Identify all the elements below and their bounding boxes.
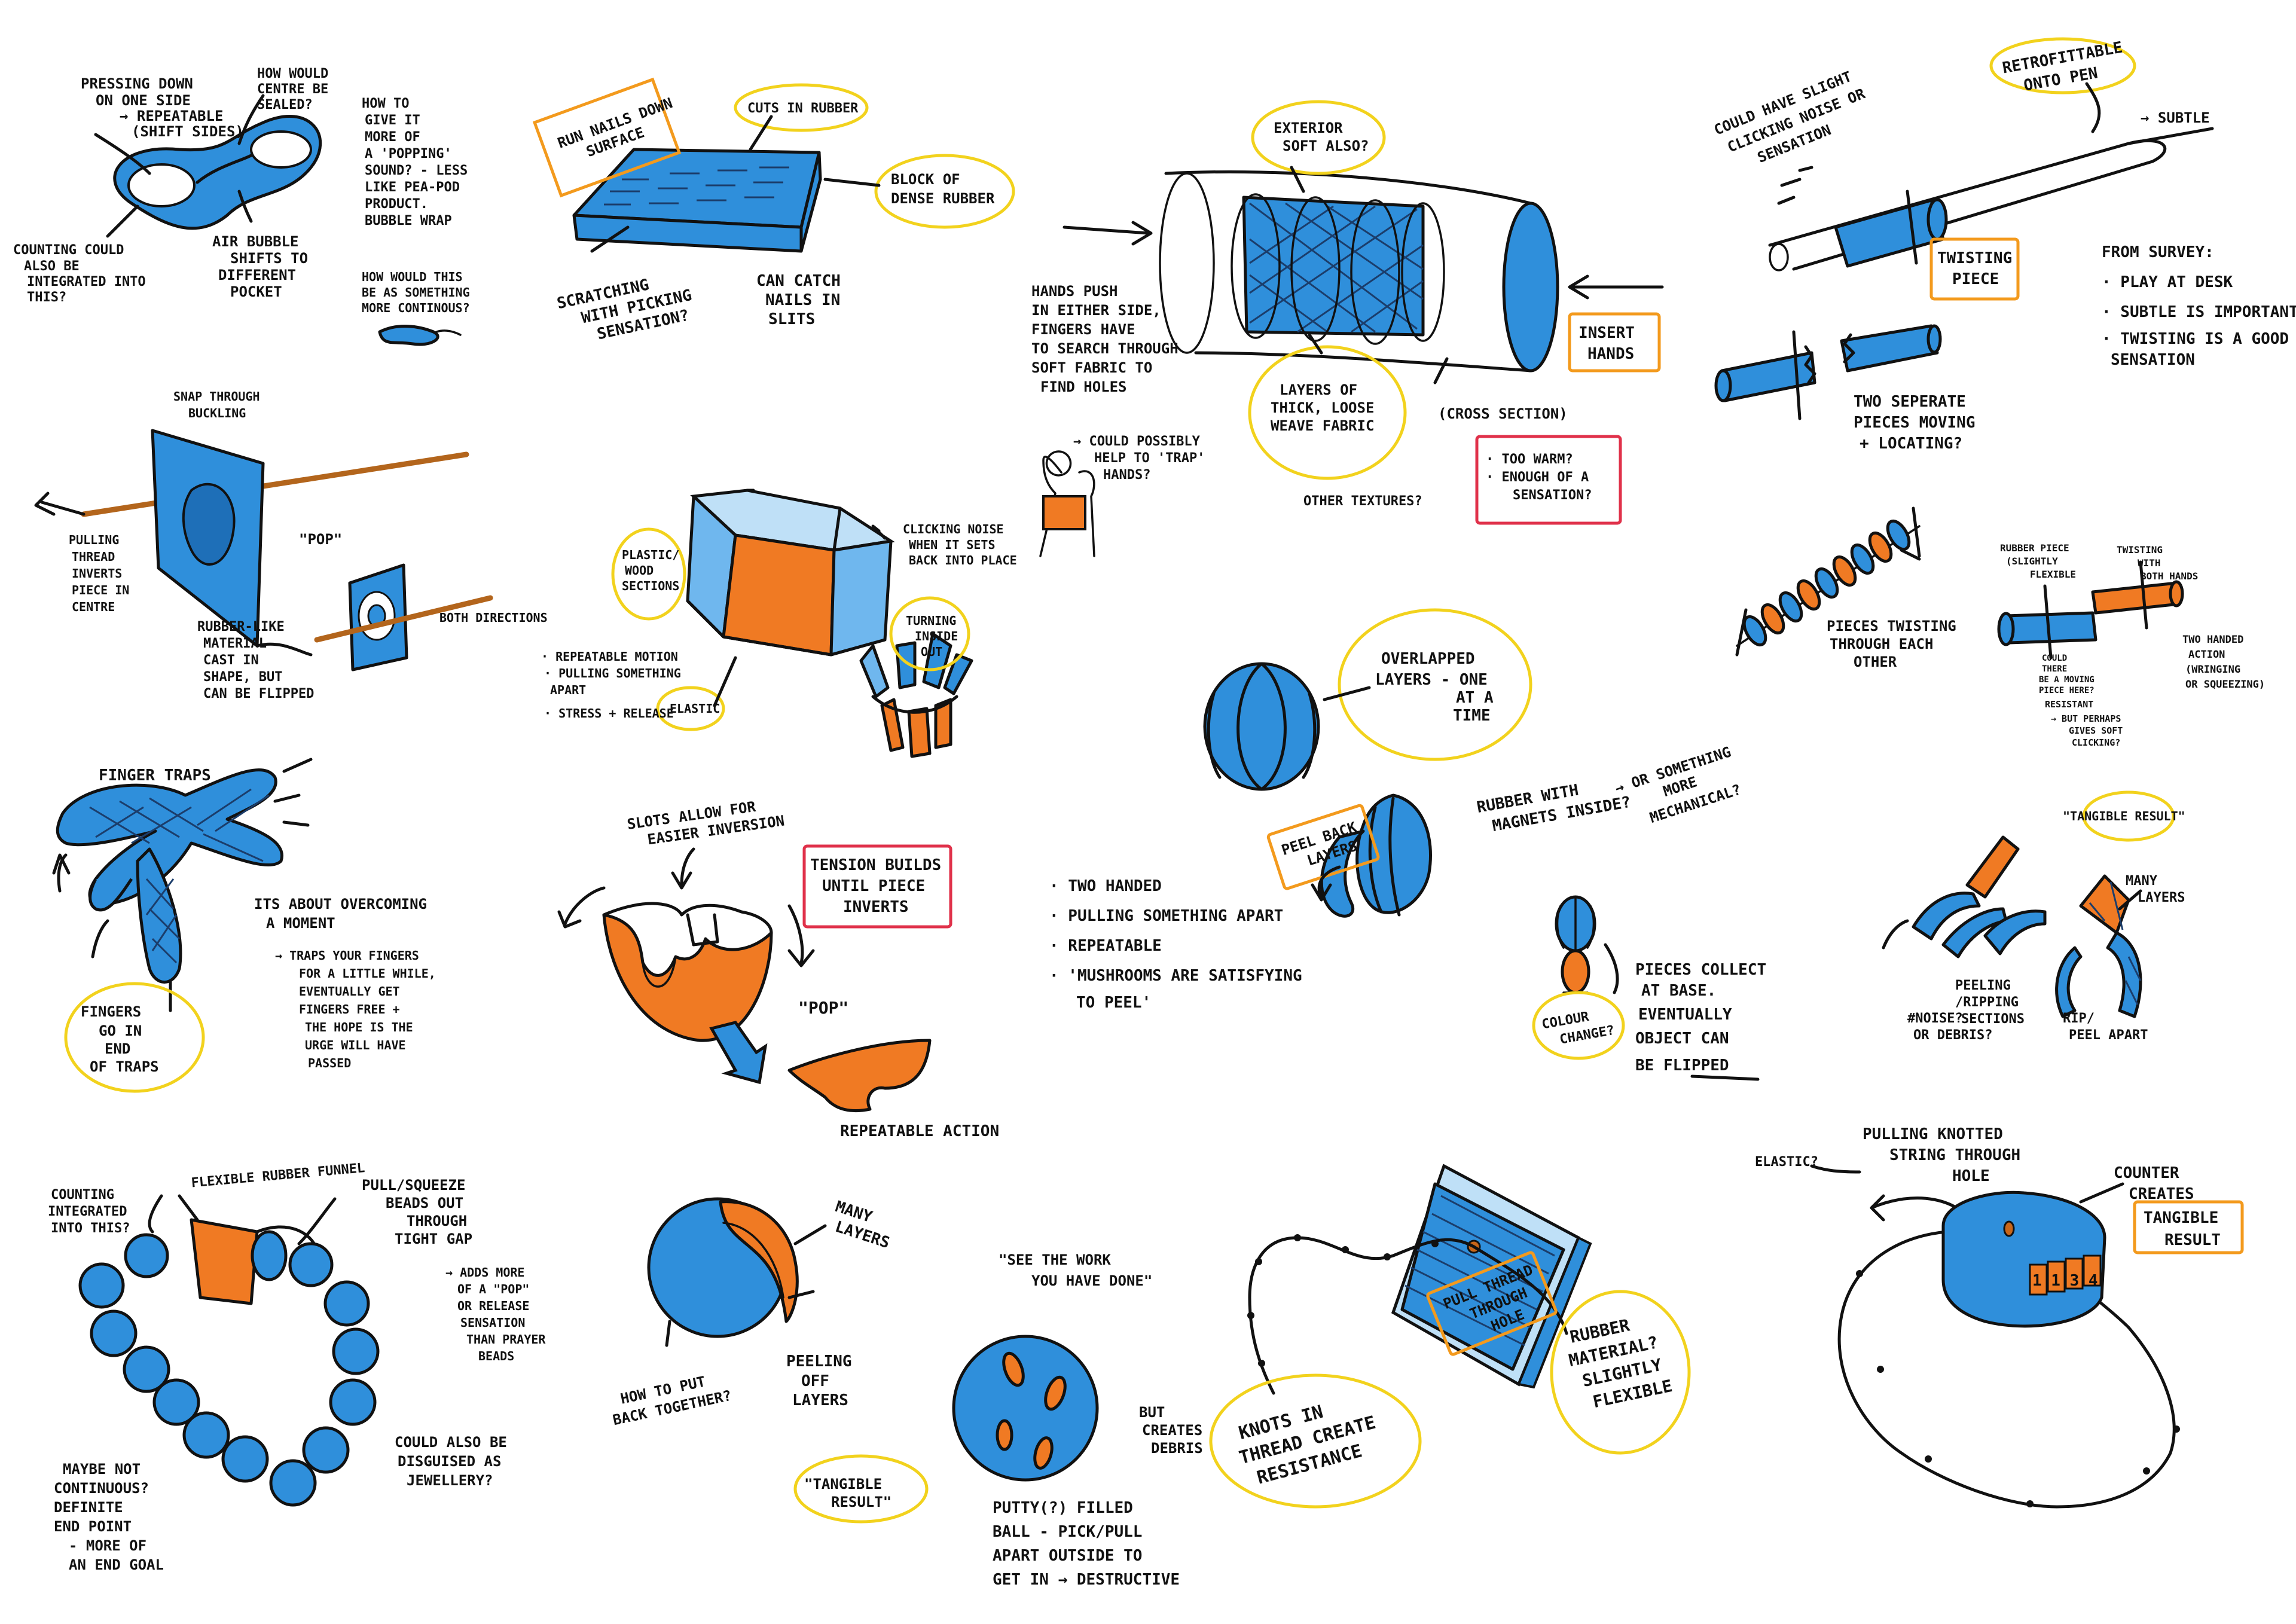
- pen-clicking-label: COULD HAVE SLIGHTCLICKING NOISE ORSENSAT…: [1712, 66, 1876, 178]
- finger-traps-sketch: [52, 758, 313, 1093]
- thread-knots-label: KNOTS INTHREAD CREATERESISTANCE: [1231, 1389, 1384, 1492]
- counter-elastic-label: ELASTIC?: [1755, 1155, 1818, 1170]
- counter-string-sketch: [1810, 1164, 2244, 1509]
- rubber-block-sketch: [532, 77, 1015, 253]
- prism-notes-label: · REPEATABLE MOTION· PULLING SOMETHING A…: [541, 649, 688, 721]
- rubber-cuts-label: CUTS IN RUBBER: [747, 101, 859, 116]
- dome-repeat-label: REPEATABLE ACTION: [840, 1122, 999, 1140]
- peeling-strips-sketch: [1882, 790, 2175, 1018]
- ball-mechanical-label: → OR SOMETHINGMOREMECHANICAL?: [1613, 743, 1745, 834]
- fabric-tube-sketch: [1039, 100, 1664, 557]
- tube-other-label: OTHER TEXTURES?: [1303, 494, 1422, 509]
- strip-tangible-label: "TANGIBLE RESULT": [2063, 809, 2185, 823]
- counter-digits-label: 1 1 3 4: [2032, 1272, 2098, 1290]
- thread-card-sketch: [1209, 1164, 1691, 1509]
- twist-pen-sketch: [1714, 37, 2214, 420]
- snap-pop-label: "POP": [299, 531, 342, 548]
- dome-pop-label: "POP": [798, 998, 848, 1018]
- snap-buckling-sketch: [34, 429, 493, 671]
- sphere-many-label: MANYLAYERS: [827, 1198, 897, 1252]
- sphere-how-label: HOW TO PUTBACK TOGETHER?: [607, 1368, 733, 1428]
- prism-elastic-label: ELASTIC: [670, 701, 720, 716]
- peeling-sphere-sketch: [647, 1197, 827, 1347]
- dome-slots-label: SLOTS ALLOW FOREASIER INVERSION: [626, 795, 786, 851]
- putty-ball-sketch: [793, 1335, 1099, 1524]
- air-bubble-pad-sketch: [94, 94, 462, 346]
- beads-funnel-label: FLEXIBLE RUBBER FUNNEL: [191, 1161, 365, 1190]
- pen-retro-label: RETROFITTABLEONTO PEN: [2001, 38, 2128, 97]
- thread-rubber-label: RUBBERMATERIAL? SLIGHTLYFLEXIBLE: [1562, 1308, 1679, 1415]
- strip-noise-label: #NOISE?OR DEBRIS?: [1907, 1011, 1992, 1043]
- twisting-pieces-sketch: [1735, 506, 2184, 660]
- tube-cross-section-label: (CROSS SECTION): [1438, 405, 1568, 422]
- finger-title-label: FINGER TRAPS: [99, 767, 211, 784]
- hexagon-prism-sketch: [611, 489, 973, 758]
- pen-survey-label: FROM SURVEY:· PLAY AT DESK · SUBTLE IS I…: [2102, 243, 2296, 369]
- ball-colour-label: COLOURCHANGE?: [1541, 1005, 1616, 1050]
- ball-magnets-label: RUBBER WITHMAGNETS INSIDE?: [1476, 773, 1632, 837]
- snap-both-label: BOTH DIRECTIONS: [439, 610, 548, 625]
- strip-rip-label: RIP/PEEL APART: [2063, 1011, 2148, 1043]
- pen-subtle-label: → SUBTLE: [2141, 109, 2210, 126]
- rubber-scratching-label: SCRATCHINGWITH PICKINGSENSATION?: [555, 268, 698, 350]
- turning-inside-out-sketch: [859, 632, 973, 758]
- beads-funnel-sketch: [78, 1194, 380, 1507]
- layered-ball-sketch: [1203, 608, 1760, 1081]
- ball-notes-label: · TWO HANDED· PULLING SOMETHING APART · …: [1049, 877, 1311, 1012]
- inverting-dome-sketch: [557, 844, 952, 1113]
